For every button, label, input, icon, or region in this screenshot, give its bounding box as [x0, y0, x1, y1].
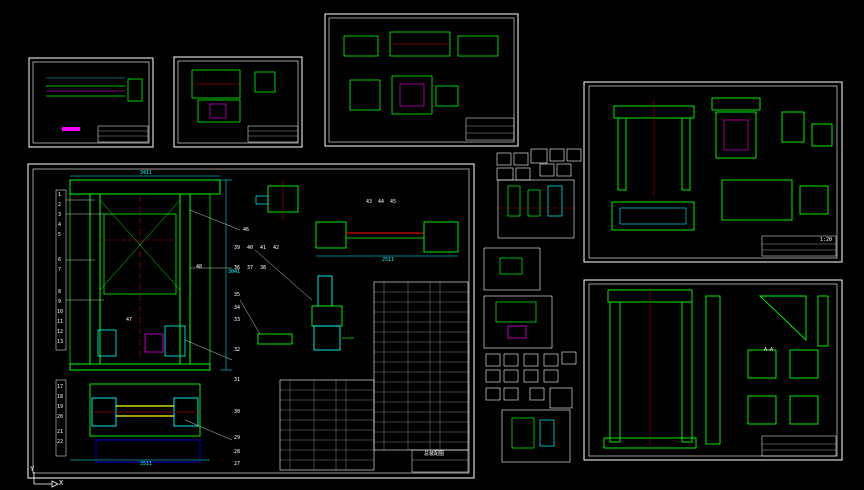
ucs-y-label: Y — [30, 465, 35, 473]
callout-38: 38 — [260, 265, 267, 271]
callout-8: 8 — [58, 289, 62, 295]
callout-3: 3 — [58, 212, 62, 218]
sheet-right-2[interactable] — [583, 279, 843, 461]
sheet-right-1-scale: 1:20 — [820, 237, 833, 243]
dim-shaft: 2511 — [382, 257, 395, 263]
callout-31: 31 — [234, 377, 241, 383]
sheet-right-1[interactable] — [583, 81, 843, 263]
callout-22: 22 — [57, 439, 64, 445]
callout-9: 9 — [58, 299, 62, 305]
callout-41: 41 — [260, 245, 267, 251]
callout-12: 12 — [57, 329, 64, 335]
callout-39: 39 — [234, 245, 241, 251]
callout-11: 11 — [57, 319, 64, 325]
sheet-small-2[interactable] — [173, 56, 303, 148]
callout-29: 29 — [234, 435, 241, 441]
callout-20: 20 — [57, 414, 64, 420]
callout-7: 7 — [58, 267, 62, 273]
callout-28: 28 — [234, 449, 241, 455]
sheet-small-1[interactable] — [28, 57, 154, 148]
callout-32: 32 — [234, 347, 241, 353]
dim-top-width: 3411 — [140, 170, 153, 176]
callout-42: 42 — [273, 245, 280, 251]
callout-5: 5 — [58, 232, 62, 238]
ucs-x-label: X — [59, 479, 64, 487]
callout-30: 30 — [234, 409, 241, 415]
callout-17: 17 — [57, 384, 64, 390]
callout-18: 18 — [57, 394, 64, 400]
ucs-icon — [33, 472, 59, 488]
callout-46: 46 — [243, 227, 250, 233]
callout-27: 27 — [234, 461, 241, 467]
sheet-top-center[interactable] — [324, 13, 519, 147]
main-title-block-label: 总装配图 — [424, 451, 445, 457]
callout-2: 2 — [58, 202, 62, 208]
dim-height: 3041 — [228, 269, 241, 275]
sheet-right-2-section: A—A — [764, 347, 774, 353]
small-parts-cluster[interactable] — [483, 148, 582, 463]
callout-44: 44 — [378, 199, 385, 205]
callout-43: 43 — [366, 199, 373, 205]
callout-6: 6 — [58, 257, 62, 263]
callout-40: 40 — [247, 245, 254, 251]
sheet-main-assembly[interactable] — [27, 163, 475, 479]
callout-4: 4 — [58, 222, 62, 228]
callout-47: 47 — [126, 317, 133, 323]
callout-13: 13 — [57, 339, 64, 345]
callout-35: 35 — [234, 292, 241, 298]
callout-1: 1 — [58, 192, 62, 198]
small-parts-geometry — [495, 185, 574, 449]
callout-36: 36 — [234, 265, 241, 271]
callout-33: 33 — [234, 317, 241, 323]
callout-48: 48 — [196, 264, 203, 270]
callout-19: 19 — [57, 404, 64, 410]
callout-21: 21 — [57, 429, 64, 435]
callout-34: 34 — [234, 305, 241, 311]
callout-45: 45 — [390, 199, 397, 205]
callout-10: 10 — [57, 309, 64, 315]
dim-base: 3511 — [140, 461, 153, 467]
callout-37: 37 — [247, 265, 254, 271]
